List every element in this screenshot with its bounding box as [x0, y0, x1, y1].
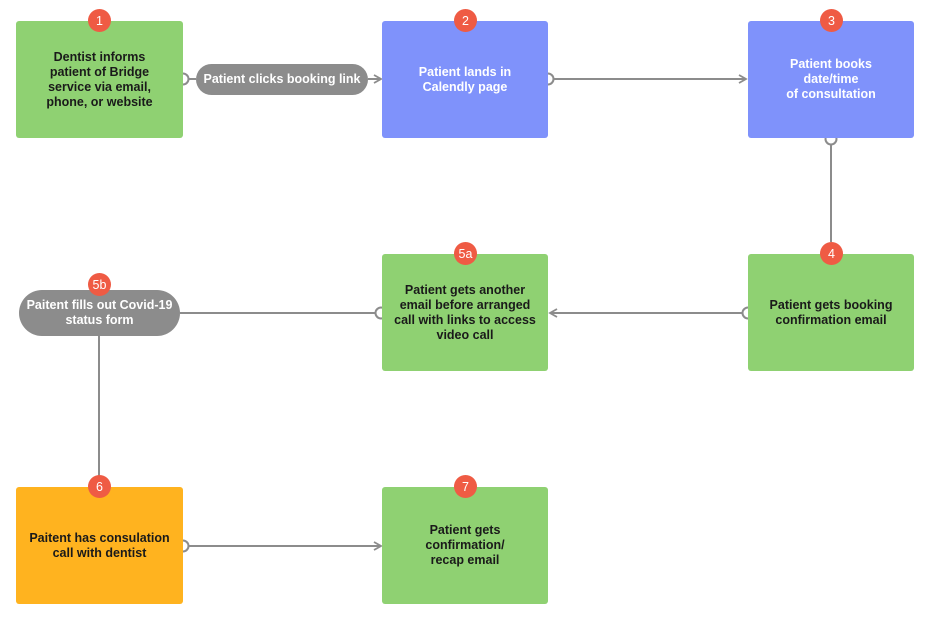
step-5b-badge: 5b: [88, 273, 111, 296]
step-4-badge: 4: [820, 242, 843, 265]
step-1-badge: 1: [88, 9, 111, 32]
step-3-badge: 3: [820, 9, 843, 32]
step-1-box: Dentist informs patient of Bridge servic…: [16, 21, 183, 138]
step-3-box: Patient books date/time of consultation: [748, 21, 914, 138]
step-3-text: Patient books date/time of consultation: [786, 57, 876, 101]
step-7-box: Patient gets confirmation/ recap email: [382, 487, 548, 604]
step-1-text: Dentist informs patient of Bridge servic…: [46, 49, 153, 109]
step-5a-box: Patient gets another email before arrang…: [382, 254, 548, 371]
step-6-badge: 6: [88, 475, 111, 498]
step-7-text: Patient gets confirmation/ recap email: [425, 523, 505, 567]
booking-link-pill: Patient clicks booking link: [196, 64, 368, 95]
step-6-text: Paitent has consulation call with dentis…: [29, 530, 170, 560]
step-6-box: Paitent has consulation call with dentis…: [16, 487, 183, 604]
booking-link-label: Patient clicks booking link: [203, 72, 361, 86]
step-7-badge: 7: [454, 475, 477, 498]
step-4-box: Patient gets booking confirmation email: [748, 254, 914, 371]
step-5b-text: Paitent fills out Covid-19 status form: [26, 298, 173, 327]
step-5a-text: Patient gets another email before arrang…: [394, 282, 536, 342]
step-4-text: Patient gets booking confirmation email: [769, 297, 893, 327]
step-2-text: Patient lands in Calendly page: [418, 64, 512, 94]
step-2-box: Patient lands in Calendly page: [382, 21, 548, 138]
step-5a-badge: 5a: [454, 242, 477, 265]
step-5b-pill: Paitent fills out Covid-19 status form: [19, 290, 180, 336]
step-2-badge: 2: [454, 9, 477, 32]
